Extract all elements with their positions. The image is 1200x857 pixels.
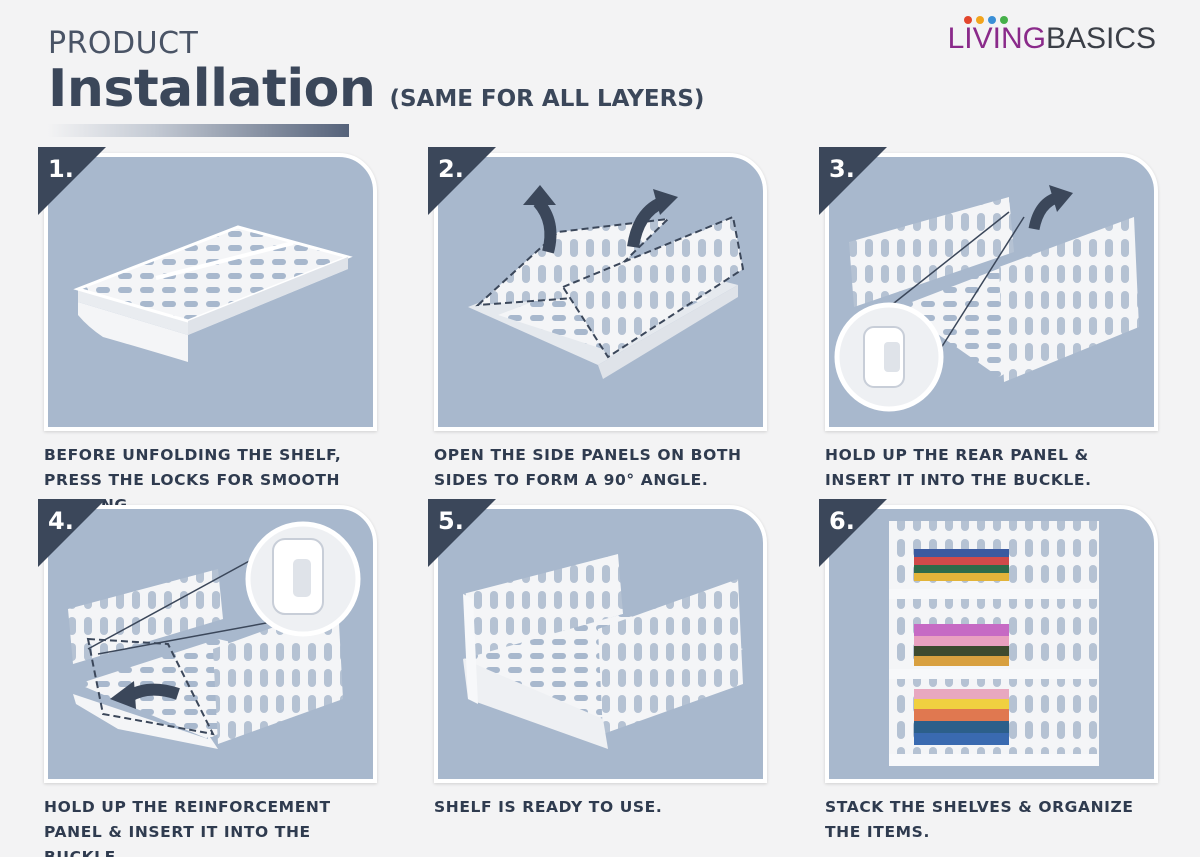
shelf-tier-1 [889, 521, 1099, 599]
side-panels-opening-illustration [468, 185, 745, 379]
step-6: 6. STACK THE SHELVES & ORGANIZE THE ITEM… [819, 499, 1158, 845]
logo-living: LIVING [947, 22, 1046, 55]
step-1: 1. BEFORE UNFOLDING THE SHELF, PRESS THE… [38, 147, 377, 518]
header-prefix: PRODUCT [48, 26, 199, 61]
page-header: PRODUCT Installation (SAME FOR ALL LAYER… [48, 26, 704, 119]
step-2-badge [428, 147, 496, 215]
logo-dots [963, 16, 1008, 24]
reinforcement-panel-illustration [68, 521, 361, 749]
step-4-badge [38, 499, 106, 567]
logo-dot-orange [975, 16, 984, 24]
step-3-panel [825, 153, 1158, 431]
step-6-badge [819, 499, 887, 567]
assembled-shelf-illustration [463, 554, 743, 749]
title-underline [48, 124, 349, 137]
step-5-number: 5. [438, 507, 464, 535]
title-row: Installation (SAME FOR ALL LAYERS) [48, 59, 704, 119]
logo-dot-green [999, 16, 1008, 24]
step-6-panel [825, 505, 1158, 783]
folded-shelf-illustration [73, 225, 353, 362]
step-5-panel [434, 505, 767, 783]
step-2: 2. OPEN THE SIDE PANELS ON BOTH SIDES TO… [428, 147, 767, 493]
step-3: 3. HOLD UP THE REAR PANEL & INSERT IT IN… [819, 147, 1158, 493]
step-6-caption: STACK THE SHELVES & ORGANIZE THE ITEMS. [825, 798, 1134, 841]
step-4-caption: HOLD UP THE REINFORCEMENT PANEL & INSERT… [44, 798, 331, 857]
shelf-tier-2 [889, 599, 1099, 679]
step-4-number: 4. [48, 507, 74, 535]
step-1-number: 1. [48, 155, 74, 183]
step-1-panel [44, 153, 377, 431]
step-4: 4. HOLD UP THE REINFORCEMENT PANEL & INS… [38, 499, 377, 857]
step-2-number: 2. [438, 155, 464, 183]
logo-dot-blue [987, 16, 996, 24]
step-5-caption: SHELF IS READY TO USE. [434, 798, 663, 816]
brand-logo: LIVINGBASICS [947, 16, 1156, 56]
step-3-badge [819, 147, 887, 215]
page-subtitle: (SAME FOR ALL LAYERS) [389, 86, 705, 112]
step-6-number: 6. [829, 507, 855, 535]
stacked-shelves-illustration [889, 521, 1099, 766]
step-1-badge [38, 147, 106, 215]
step-2-panel [434, 153, 767, 431]
logo-dot-red [963, 16, 972, 24]
rear-panel-buckle-illustration [834, 185, 1139, 412]
step-2-caption: OPEN THE SIDE PANELS ON BOTH SIDES TO FO… [434, 446, 742, 489]
step-3-number: 3. [829, 155, 855, 183]
step-5: 5. SHELF IS READY TO USE. [428, 499, 767, 820]
logo-basics: BASICS [1045, 22, 1156, 55]
step-5-badge [428, 499, 496, 567]
step-3-caption: HOLD UP THE REAR PANEL & INSERT IT INTO … [825, 446, 1092, 489]
page-title: Installation [48, 59, 376, 119]
step-4-panel [44, 505, 377, 783]
shelf-tier-3 [889, 679, 1099, 766]
